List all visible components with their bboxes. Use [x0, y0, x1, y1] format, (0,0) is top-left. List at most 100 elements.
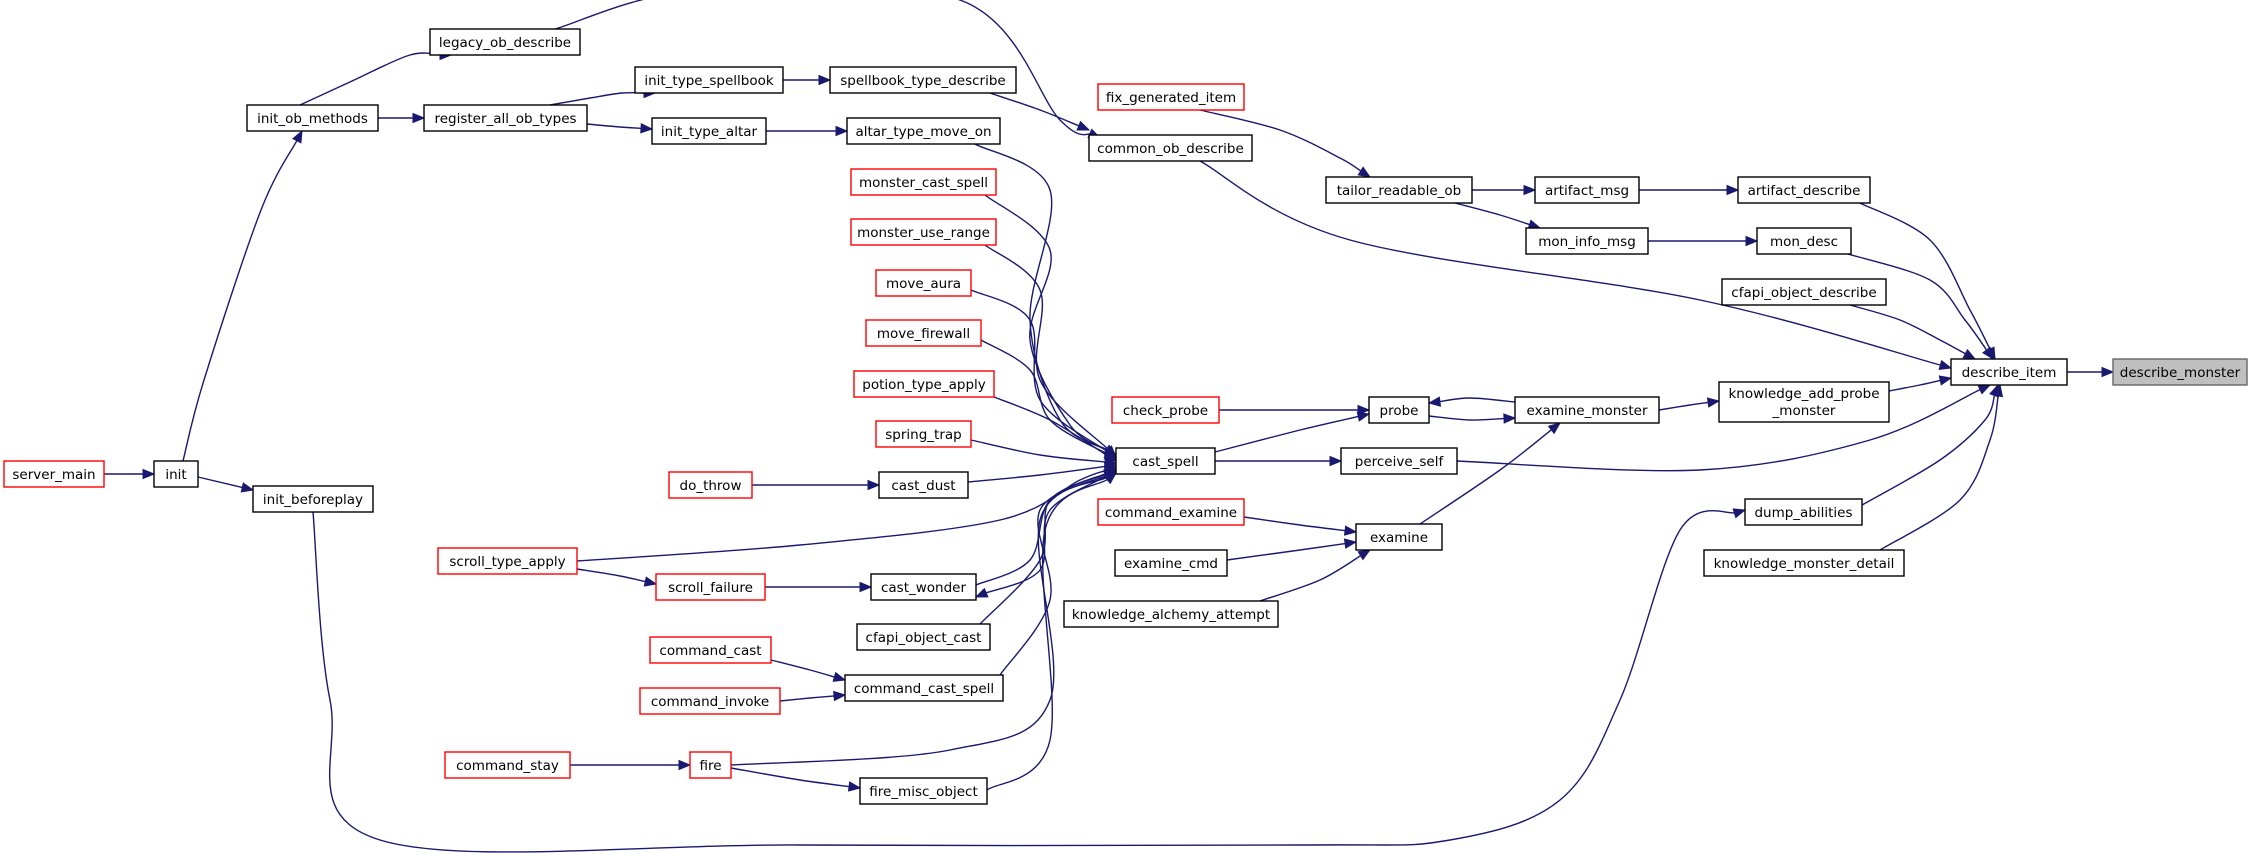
node-server-main[interactable]: server_main — [3, 460, 105, 488]
node-examine-cmd[interactable]: examine_cmd — [1114, 549, 1228, 577]
node-init-beforeplay[interactable]: init_beforeplay — [252, 485, 374, 513]
node-label: altar_type_move_on — [855, 124, 991, 140]
node-label: mon_info_msg — [1538, 234, 1636, 250]
node-artifact-describe[interactable]: artifact_describe — [1737, 176, 1871, 204]
node-label: fire — [699, 758, 721, 774]
node-label: do_throw — [680, 478, 742, 494]
node-move-aura[interactable]: move_aura — [875, 269, 972, 297]
edge-monster_cast_spell-to-cast_spell — [984, 194, 1118, 457]
node-fire-misc-object[interactable]: fire_misc_object — [859, 777, 988, 805]
node-probe[interactable]: probe — [1368, 396, 1430, 424]
node-init-ob-methods[interactable]: init_ob_methods — [246, 104, 379, 132]
node-label: init_type_spellbook — [644, 73, 774, 89]
node-label: server_main — [12, 467, 95, 483]
edge-init_ob_methods-to-legacy_ob_describe — [299, 49, 453, 106]
edge-command_cast-to-command_cast_spell — [770, 659, 847, 682]
node-command-examine[interactable]: command_examine — [1097, 498, 1245, 526]
node-legacy-ob-describe[interactable]: legacy_ob_describe — [429, 28, 581, 56]
edge-init_beforeplay-to-dump_abilities — [312, 508, 1747, 853]
edge-examine_monster-to-probe — [1427, 396, 1516, 407]
node-dump-abilities[interactable]: dump_abilities — [1744, 498, 1863, 526]
node-monster-cast-spell[interactable]: monster_cast_spell — [850, 168, 997, 196]
edge-cfapi_object_describe-to-describe_item — [1849, 304, 1977, 360]
node-check-probe[interactable]: check_probe — [1111, 396, 1220, 424]
node-command-cast-spell[interactable]: command_cast_spell — [844, 674, 1004, 702]
node-fix-generated-item[interactable]: fix_generated_item — [1097, 83, 1245, 111]
node-spellbook-type-describe[interactable]: spellbook_type_describe — [829, 66, 1017, 94]
node-scroll-failure[interactable]: scroll_failure — [655, 573, 766, 601]
node-tailor-readable-ob[interactable]: tailor_readable_ob — [1325, 176, 1473, 204]
node-label: artifact_msg — [1545, 183, 1629, 199]
node-knowledge-alchemy-attempt[interactable]: knowledge_alchemy_attempt — [1063, 600, 1279, 628]
node-knowledge-monster-detail[interactable]: knowledge_monster_detail — [1703, 549, 1905, 577]
node-label: examine — [1370, 530, 1428, 546]
node-move-firewall[interactable]: move_firewall — [865, 319, 982, 347]
edge-examine-to-examine_monster — [1419, 422, 1562, 525]
node-command-invoke[interactable]: command_invoke — [639, 687, 781, 715]
node-command-cast[interactable]: command_cast — [649, 636, 772, 664]
node-do-throw[interactable]: do_throw — [668, 471, 753, 499]
node-label: probe — [1380, 403, 1419, 419]
edge-scroll_type_apply-to-cast_spell — [576, 465, 1118, 562]
node-common-ob-describe[interactable]: common_ob_describe — [1088, 134, 1253, 162]
node-label: common_ob_describe — [1097, 141, 1244, 157]
edge-init-to-init_ob_methods — [182, 129, 303, 462]
node-label: register_all_ob_types — [434, 111, 576, 127]
node-examine-monster[interactable]: examine_monster — [1514, 396, 1660, 424]
node-label: cast_wonder — [881, 580, 967, 596]
node-mon-desc[interactable]: mon_desc — [1756, 227, 1852, 255]
node-describe-monster[interactable]: describe_monster — [2112, 358, 2248, 386]
node-label: command_examine — [1105, 505, 1237, 521]
edge-init_type_spellbook-to-spellbook_type_describe — [783, 74, 832, 86]
node-examine[interactable]: examine — [1355, 523, 1443, 551]
node-cast-wonder[interactable]: cast_wonder — [870, 573, 977, 601]
edge-scroll_type_apply-to-scroll_failure — [576, 568, 658, 587]
node-label: cfapi_object_cast — [866, 630, 982, 646]
node-fire[interactable]: fire — [689, 751, 732, 779]
node-cast-dust[interactable]: cast_dust — [878, 471, 969, 499]
node-label: scroll_failure — [668, 580, 753, 596]
node-cfapi-object-describe[interactable]: cfapi_object_describe — [1721, 278, 1887, 306]
node-label: monster_use_range — [857, 225, 990, 241]
node-cfapi-object-cast[interactable]: cfapi_object_cast — [856, 623, 991, 651]
node-perceive-self[interactable]: perceive_self — [1340, 447, 1458, 475]
node-label: move_firewall — [877, 326, 970, 342]
node-potion-type-apply[interactable]: potion_type_apply — [853, 370, 995, 398]
node-altar-type-move-on[interactable]: altar_type_move_on — [846, 117, 1001, 145]
edge-scroll_failure-to-cast_wonder — [765, 581, 873, 593]
node-spring-trap[interactable]: spring_trap — [875, 420, 972, 448]
node-label: cast_spell — [1132, 454, 1198, 470]
edge-spellbook_type_describe-to-common_ob_describe — [989, 92, 1091, 131]
node-monster-use-range[interactable]: monster_use_range — [850, 218, 997, 246]
edge-perceive_self-to-describe_item — [1456, 384, 1992, 472]
edge-mon_info_msg-to-mon_desc — [1648, 235, 1759, 247]
node-label: artifact_describe — [1748, 183, 1861, 199]
node-register-all-ob-types[interactable]: register_all_ob_types — [423, 104, 588, 132]
node-label: fire_misc_object — [869, 784, 978, 800]
node-command-stay[interactable]: command_stay — [444, 751, 571, 779]
edge-cast_spell-to-perceive_self — [1215, 455, 1343, 467]
node-label: knowledge_monster_detail — [1714, 556, 1895, 572]
node-label: command_stay — [456, 758, 559, 774]
edge-examine_cmd-to-examine — [1226, 538, 1358, 561]
node-scroll-type-apply[interactable]: scroll_type_apply — [437, 547, 578, 575]
edge-artifact_msg-to-artifact_describe — [1639, 184, 1740, 196]
edge-init-to-init_beforeplay — [197, 476, 255, 493]
edge-tailor_readable_ob-to-mon_info_msg — [1454, 202, 1542, 230]
node-cast-spell[interactable]: cast_spell — [1115, 447, 1216, 475]
node-init[interactable]: init — [153, 460, 199, 488]
node-knowledge-add-probe-monster[interactable]: knowledge_add_probe_monster — [1718, 381, 1890, 423]
node-label: perceive_self — [1355, 454, 1445, 470]
node-label: cast_dust — [891, 478, 955, 494]
edge-knowledge_alchemy_attempt-to-examine — [1259, 549, 1372, 602]
edge-command_invoke-to-command_cast_spell — [779, 690, 847, 702]
node-init-type-altar[interactable]: init_type_altar — [651, 117, 767, 145]
node-artifact-msg[interactable]: artifact_msg — [1534, 176, 1640, 204]
edge-cast_spell-to-probe — [1214, 411, 1371, 453]
node-describe-item[interactable]: describe_item — [1950, 358, 2068, 386]
edge-command_stay-to-fire — [570, 759, 692, 771]
node-init-type-spellbook[interactable]: init_type_spellbook — [634, 66, 784, 94]
edge-knowledge_monster_detail-to-describe_item — [1879, 383, 2004, 551]
node-mon-info-msg[interactable]: mon_info_msg — [1525, 227, 1649, 255]
edge-check_probe-to-probe — [1219, 404, 1371, 416]
